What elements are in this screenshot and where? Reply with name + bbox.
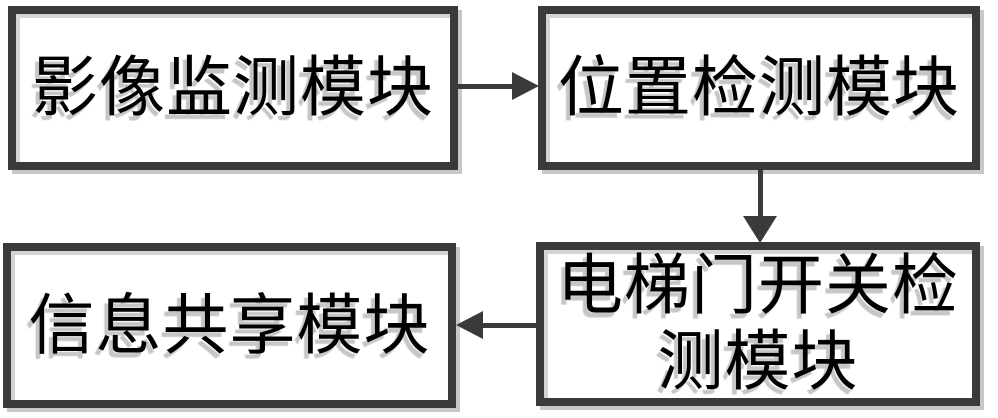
arrow-right-icon bbox=[512, 72, 539, 100]
arrow-image-monitoring-to-position-detection-line bbox=[456, 84, 516, 89]
box-information-sharing-module: 信息共享模块 bbox=[3, 243, 456, 408]
arrow-down-icon bbox=[743, 216, 777, 243]
arrow-door-detection-to-info-sharing-line bbox=[482, 323, 538, 328]
box-elevator-door-switch-detection-label-line1: 电梯门开关检 bbox=[557, 247, 959, 324]
box-elevator-door-switch-detection-module: 电梯门开关检 测模块 bbox=[536, 242, 980, 406]
box-elevator-door-switch-detection-label-line2: 测模块 bbox=[657, 323, 859, 400]
box-information-sharing-label: 信息共享模块 bbox=[28, 286, 431, 364]
box-image-monitoring-label: 影像监测模块 bbox=[32, 49, 434, 126]
arrow-position-detection-to-door-detection-line bbox=[758, 170, 763, 218]
box-image-monitoring-module: 影像监测模块 bbox=[8, 6, 458, 170]
box-position-detection-module: 位置检测模块 bbox=[538, 6, 980, 170]
arrow-left-icon bbox=[456, 311, 483, 339]
box-position-detection-label: 位置检测模块 bbox=[558, 49, 960, 126]
